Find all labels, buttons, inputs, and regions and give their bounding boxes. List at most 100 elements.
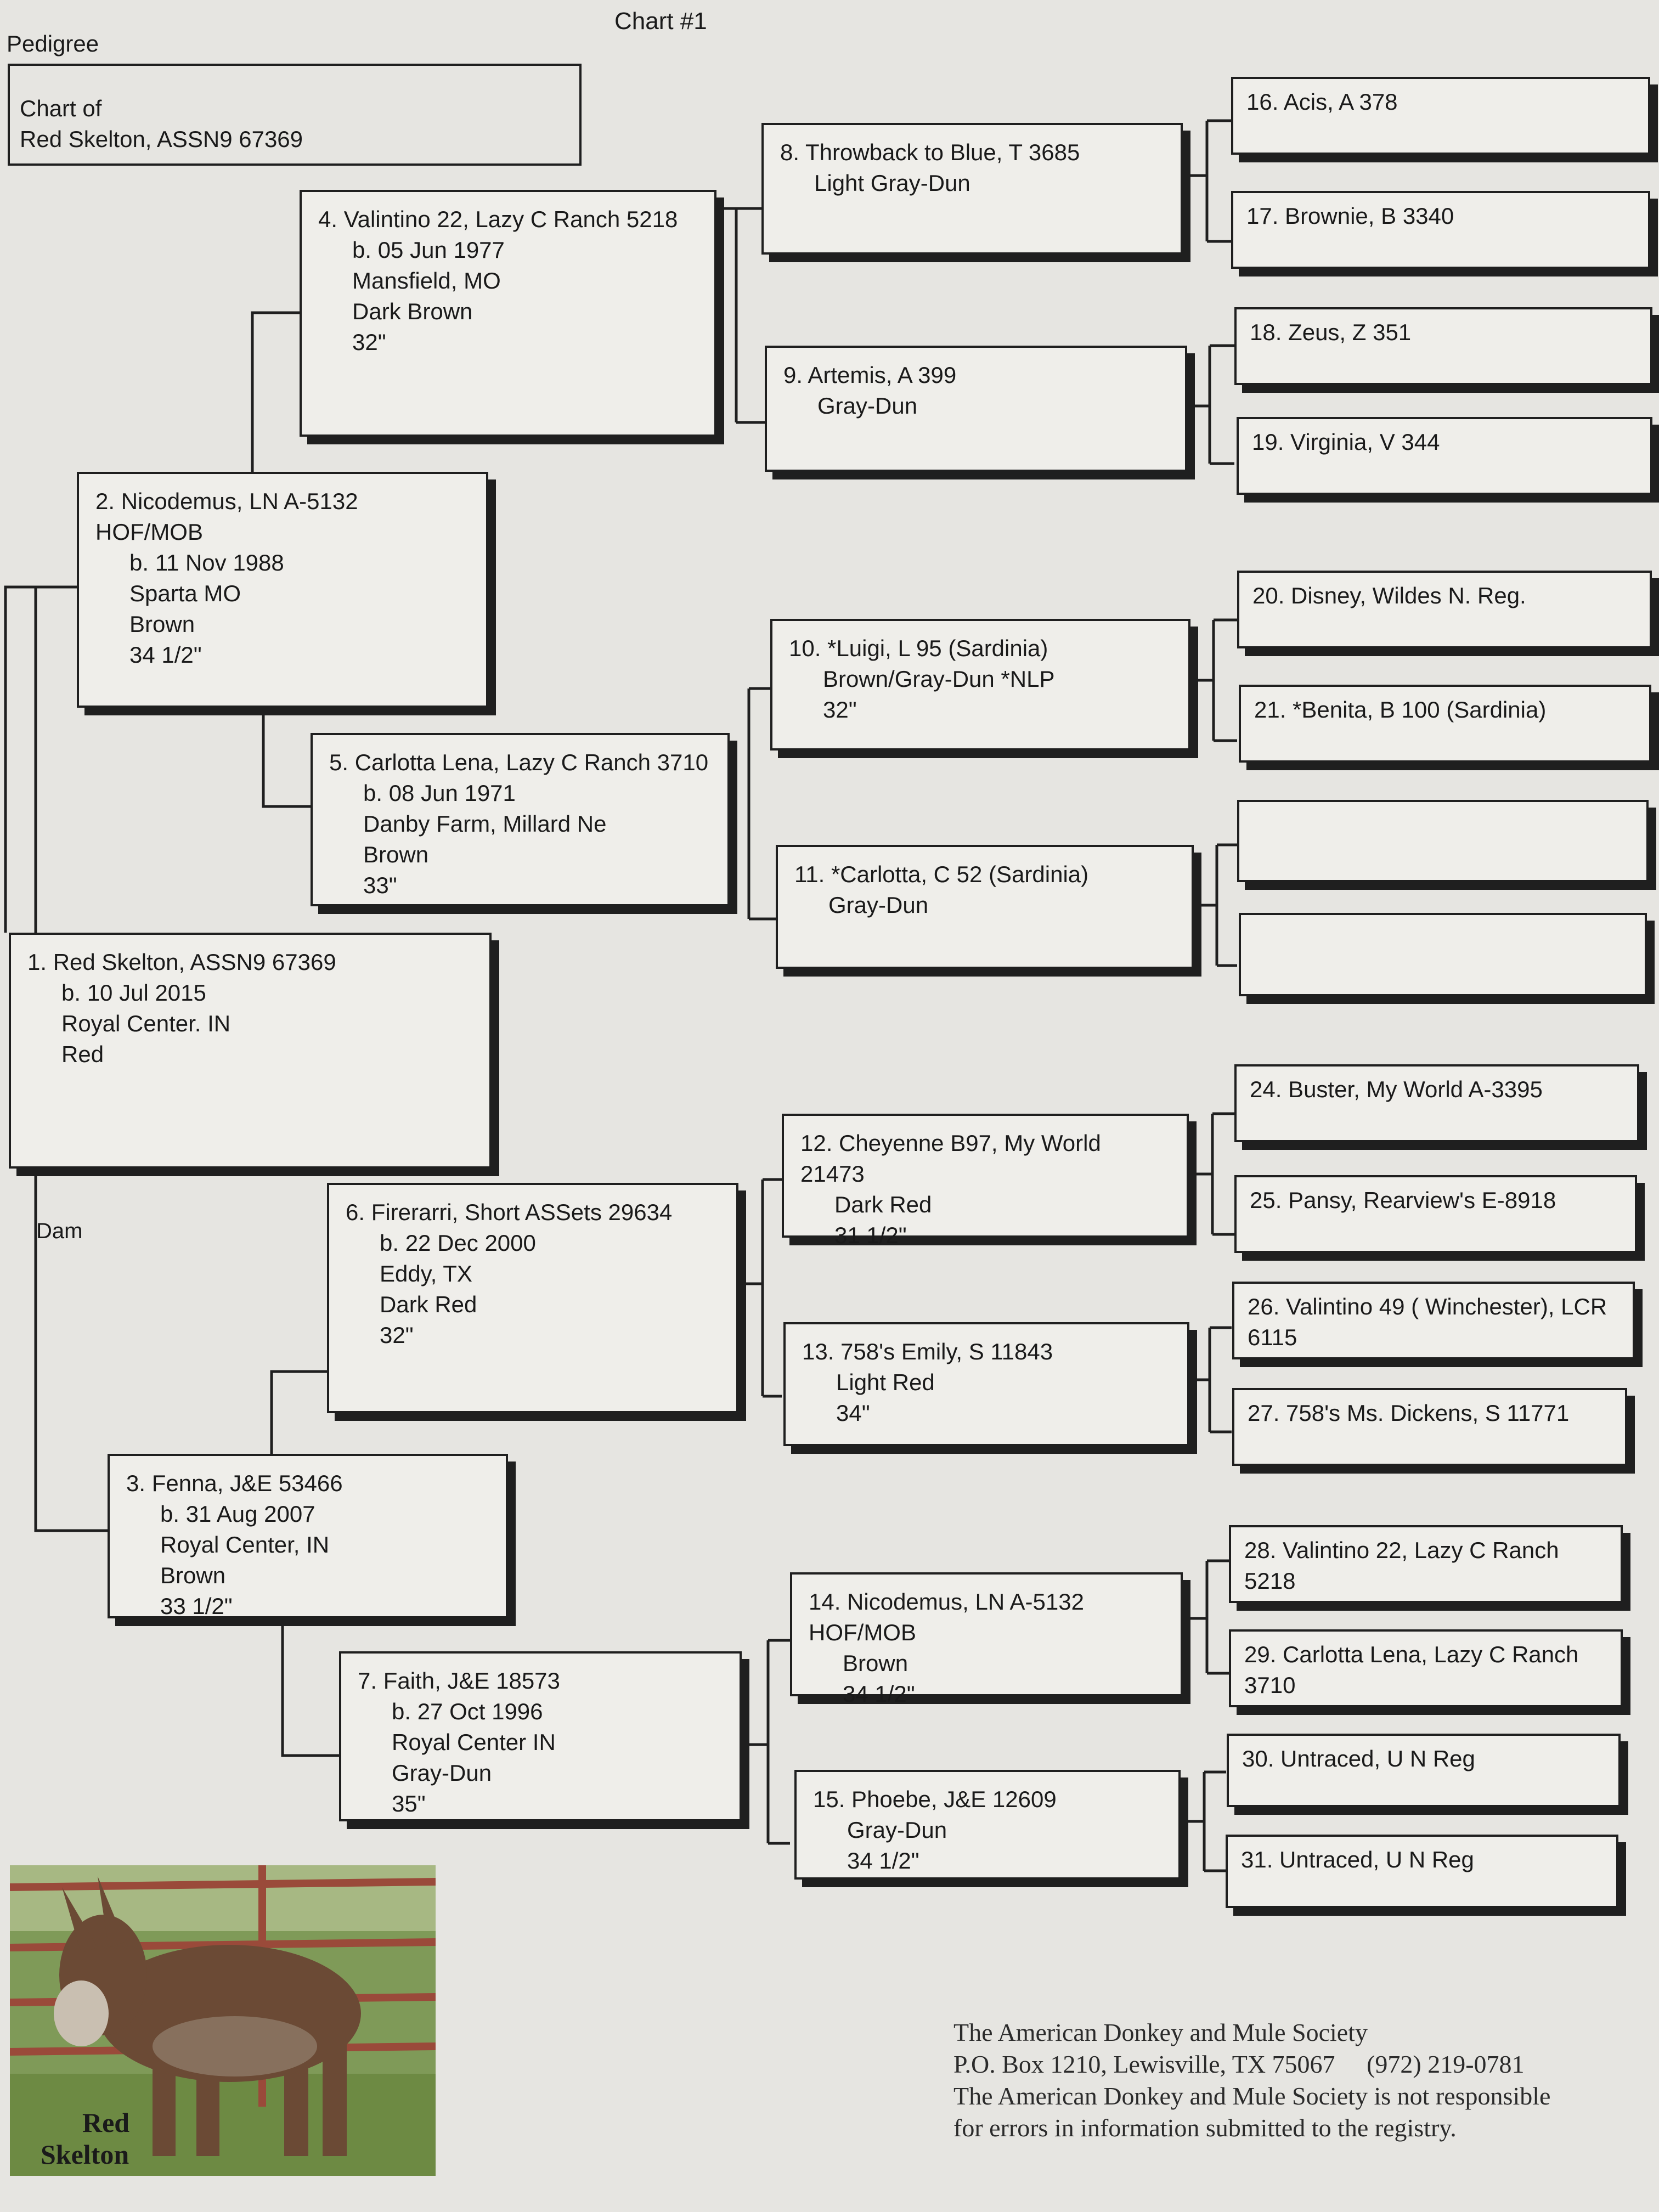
photo-caption-line2: Skelton — [41, 2139, 129, 2170]
entry-27: 27. 758's Ms. Dickens, S 11771 — [1232, 1388, 1627, 1466]
entry-detail: 32" — [380, 1322, 414, 1348]
entry-detail: Danby Farm, Millard Ne — [363, 811, 607, 837]
entry-detail: Royal Center, IN — [160, 1532, 330, 1558]
entry-title: 8. Throwback to Blue, T 3685 — [780, 139, 1080, 165]
entry-detail: b. 11 Nov 1988 — [129, 550, 284, 575]
entry-detail: 33 1/2" — [160, 1593, 233, 1619]
entry-8: 8. Throwback to Blue, T 3685 Light Gray-… — [761, 123, 1183, 255]
entry-title: 2. Nicodemus, LN A-5132 HOF/MOB — [95, 488, 358, 545]
entry-12: 12. Cheyenne B97, My World 21473 Dark Re… — [782, 1114, 1189, 1248]
entry-detail: Royal Center IN — [392, 1729, 556, 1755]
entry-6: 6. Firerarri, Short ASSets 29634 b. 22 D… — [327, 1183, 738, 1413]
entry-title: 28. Valintino 22, Lazy C Ranch 5218 — [1244, 1537, 1559, 1594]
connector-1-3 — [34, 587, 110, 1532]
entry-detail: 34" — [836, 1400, 870, 1426]
footer-disclaimer-1: The American Donkey and Mule Society is … — [953, 2082, 1551, 2110]
entry-detail: b. 31 Aug 2007 — [160, 1501, 315, 1527]
footer-disclaimer-2: for errors in information submitted to t… — [953, 2114, 1457, 2142]
entry-30: 30. Untraced, U N Reg — [1227, 1734, 1621, 1807]
entry-detail: 32" — [352, 329, 386, 355]
entry-detail: Brown/Gray-Dun *NLP — [823, 666, 1055, 692]
dam-label: Dam — [36, 1219, 83, 1243]
chart-number: Chart #1 — [614, 8, 707, 35]
entry-28: 28. Valintino 22, Lazy C Ranch 5218 — [1229, 1525, 1623, 1603]
entry-25: 25. Pansy, Rearview's E-8918 — [1234, 1175, 1637, 1253]
entry-detail: 35" — [392, 1791, 426, 1816]
entry-detail: 33" — [363, 872, 397, 898]
entry-11: 11. *Carlotta, C 52 (Sardinia) Gray-Dun — [776, 845, 1194, 969]
entry-17: 17. Brownie, B 3340 — [1231, 191, 1650, 269]
entry-detail: Gray-Dun — [817, 393, 918, 419]
entry-title: 20. Disney, Wildes N. Reg. — [1252, 583, 1526, 608]
entry-title: 11. *Carlotta, C 52 (Sardinia) — [794, 861, 1089, 887]
entry-detail: b. 05 Jun 1977 — [352, 237, 505, 263]
entry-detail: Dark Brown — [352, 298, 473, 324]
entry-title: 24. Buster, My World A-3395 — [1250, 1076, 1543, 1102]
entry-detail: 32" — [823, 697, 857, 723]
entry-detail: Brown — [129, 611, 195, 637]
entry-16: 16. Acis, A 378 — [1231, 77, 1650, 155]
entry-title: 29. Carlotta Lena, Lazy C Ranch 3710 — [1244, 1641, 1579, 1698]
entry-detail: 34 1/2" — [129, 642, 202, 668]
page-label: Pedigree — [7, 31, 99, 57]
connector-1-2 — [4, 585, 82, 933]
entry-detail: Eddy, TX — [380, 1261, 472, 1286]
entry-detail: Dark Red — [380, 1291, 477, 1317]
entry-19: 19. Virginia, V 344 — [1237, 417, 1652, 495]
entry-title: 31. Untraced, U N Reg — [1241, 1847, 1474, 1872]
entry-21: 21. *Benita, B 100 (Sardinia) — [1239, 685, 1651, 763]
entry-title: 21. *Benita, B 100 (Sardinia) — [1254, 697, 1547, 723]
entry-title: 10. *Luigi, L 95 (Sardinia) — [789, 635, 1048, 661]
entry-detail: Light Red — [836, 1369, 935, 1395]
entry-detail: 34 1/2" — [843, 1681, 915, 1707]
entry-detail: Light Gray-Dun — [814, 170, 970, 196]
entry-title: 18. Zeus, Z 351 — [1250, 319, 1412, 345]
entry-title: 25. Pansy, Rearview's E-8918 — [1250, 1187, 1556, 1213]
entry-9: 9. Artemis, A 399 Gray-Dun — [765, 346, 1187, 472]
entry-14: 14. Nicodemus, LN A-5132 HOF/MOB Brown 3… — [790, 1572, 1183, 1707]
entry-title: 15. Phoebe, J&E 12609 — [813, 1786, 1057, 1812]
entry-title: 26. Valintino 49 ( Winchester), LCR 6115 — [1248, 1294, 1607, 1350]
entry-detail: 34 1/2" — [847, 1848, 919, 1874]
entry-detail: Brown — [843, 1650, 909, 1676]
entry-title: 27. 758's Ms. Dickens, S 11771 — [1248, 1400, 1570, 1426]
entry-title: 1. Red Skelton, ASSN9 67369 — [27, 949, 336, 975]
entry-26: 26. Valintino 49 ( Winchester), LCR 6115 — [1232, 1282, 1635, 1359]
entry-title: 9. Artemis, A 399 — [783, 362, 957, 388]
entry-31: 31. Untraced, U N Reg — [1226, 1835, 1618, 1908]
photo-caption-line1: Red — [82, 2107, 130, 2138]
entry-detail: Red — [61, 1041, 104, 1067]
entry-title: 4. Valintino 22, Lazy C Ranch 5218 — [318, 206, 678, 232]
entry-detail: Brown — [363, 842, 429, 867]
entry-detail: Sparta MO — [129, 580, 241, 606]
entry-title: 16. Acis, A 378 — [1246, 89, 1398, 115]
entry-title: 30. Untraced, U N Reg — [1242, 1746, 1475, 1771]
entry-detail: b. 10 Jul 2015 — [61, 980, 206, 1006]
footer-address: P.O. Box 1210, Lewisville, TX 75067 (972… — [953, 2050, 1525, 2078]
entry-title: 17. Brownie, B 3340 — [1246, 203, 1454, 229]
entry-2-sire: 2. Nicodemus, LN A-5132 HOF/MOB b. 11 No… — [77, 472, 488, 708]
entry-detail: Brown — [160, 1562, 226, 1588]
entry-10: 10. *Luigi, L 95 (Sardinia) Brown/Gray-D… — [770, 619, 1190, 751]
entry-detail: b. 22 Dec 2000 — [380, 1230, 536, 1256]
entry-15: 15. Phoebe, J&E 12609 Gray-Dun 34 1/2" — [794, 1770, 1181, 1880]
entry-detail: Mansfield, MO — [352, 268, 501, 294]
entry-detail: Gray-Dun — [828, 892, 929, 918]
entry-detail: 31 1/2" — [834, 1222, 907, 1248]
society-footer: The American Donkey and Mule Society P.O… — [953, 2017, 1550, 2144]
entry-title: 14. Nicodemus, LN A-5132 HOF/MOB — [809, 1589, 1084, 1645]
entry-13: 13. 758's Emily, S 11843 Light Red 34" — [783, 1322, 1189, 1446]
footer-phone: (972) 219-0781 — [1367, 2050, 1525, 2078]
entry-detail: Gray-Dun — [392, 1760, 492, 1786]
entry-29: 29. Carlotta Lena, Lazy C Ranch 3710 — [1229, 1629, 1623, 1707]
donkey-image — [10, 1865, 436, 2176]
chart-of-box: Chart of Red Skelton, ASSN9 67369 — [8, 64, 582, 166]
chart-of-subject: Red Skelton, ASSN9 67369 — [20, 126, 303, 152]
donkey-photo: Red Skelton — [10, 1865, 436, 2176]
entry-detail: b. 27 Oct 1996 — [392, 1699, 543, 1724]
entry-3-dam: 3. Fenna, J&E 53466 b. 31 Aug 2007 Royal… — [108, 1454, 508, 1619]
entry-title: 3. Fenna, J&E 53466 — [126, 1470, 343, 1496]
entry-title: 6. Firerarri, Short ASSets 29634 — [346, 1199, 673, 1225]
entry-7: 7. Faith, J&E 18573 b. 27 Oct 1996 Royal… — [339, 1651, 742, 1821]
